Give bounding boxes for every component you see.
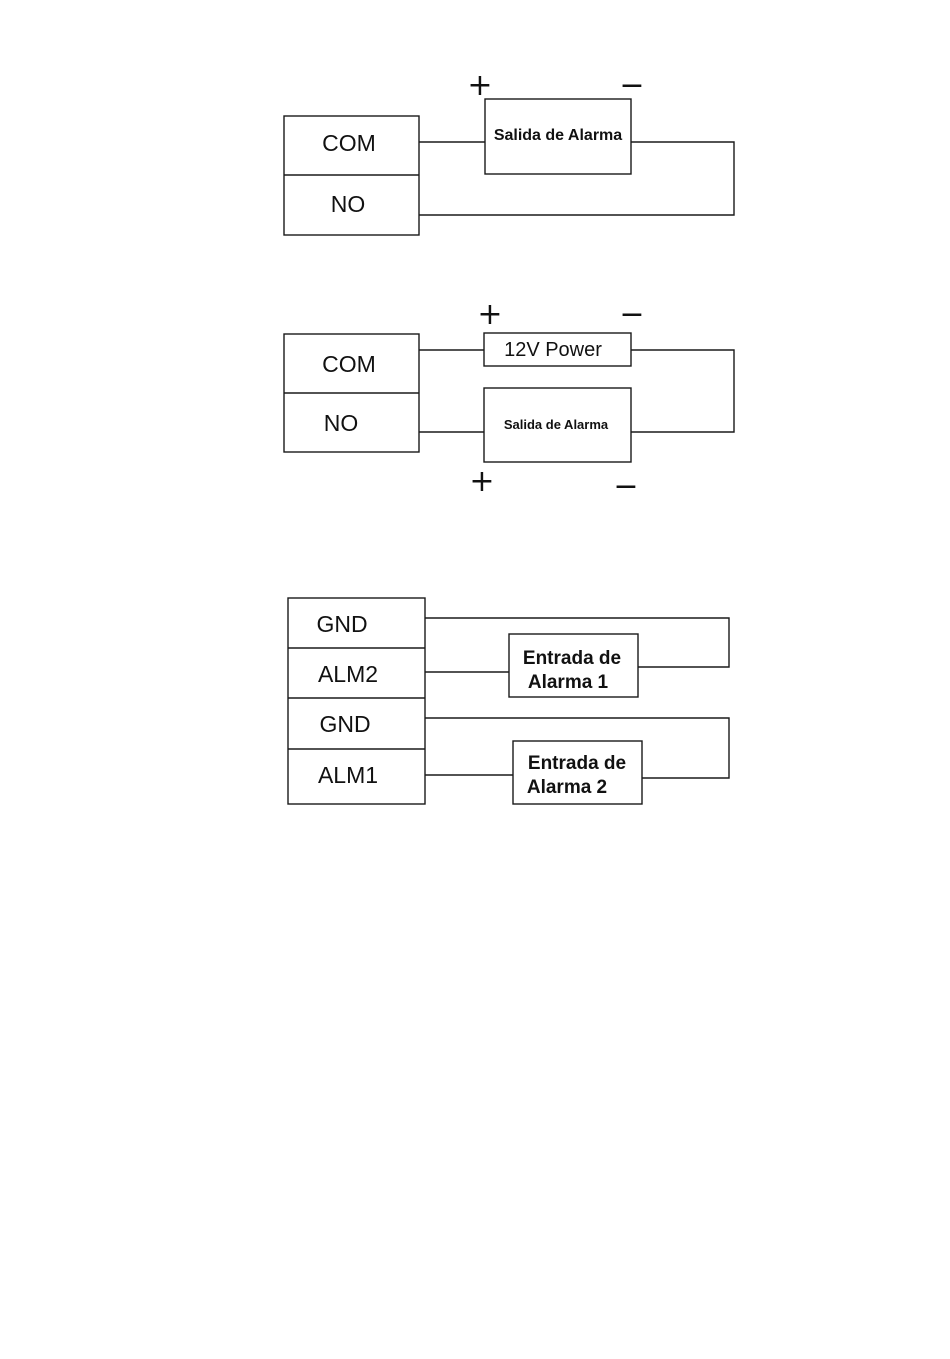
terminal-com-label: COM bbox=[322, 130, 376, 156]
power-minus-sign: − bbox=[619, 297, 644, 332]
terminal-gnd-label: GND bbox=[316, 611, 367, 637]
device-minus-sign: − bbox=[613, 469, 638, 504]
wire-power-to-device bbox=[631, 350, 734, 432]
power-supply-label: 12V Power bbox=[504, 339, 602, 361]
diagram-alarm-inputs: GND ALM2 GND ALM1 Entrada de Alarma 1 En… bbox=[288, 598, 729, 804]
terminal-gnd-label: GND bbox=[319, 711, 370, 737]
minus-sign: − bbox=[619, 68, 644, 103]
alarm-output-device-label: Salida de Alarma bbox=[494, 127, 622, 144]
terminal-no-label: NO bbox=[324, 410, 359, 436]
alarm-input-1-label-line2: Alarma 1 bbox=[528, 672, 609, 693]
diagram-alarm-output-powered: COM NO 12V Power Salida de Alarma + − + … bbox=[284, 297, 734, 504]
plus-sign: + bbox=[467, 68, 492, 103]
device-plus-sign: + bbox=[469, 464, 494, 499]
alarm-output-device-label: Salida de Alarma bbox=[504, 417, 609, 432]
terminal-com-label: COM bbox=[322, 351, 376, 377]
diagram-alarm-output-direct: COM NO Salida de Alarma + − bbox=[284, 68, 734, 235]
terminal-alm2-label: ALM2 bbox=[318, 661, 378, 687]
alarm-input-2-label-line1: Entrada de bbox=[528, 753, 626, 774]
alarm-input-2-label-line2: Alarma 2 bbox=[527, 777, 607, 798]
alarm-input-1-label-line1: Entrada de bbox=[523, 648, 621, 669]
terminal-no-label: NO bbox=[331, 191, 366, 217]
power-plus-sign: + bbox=[477, 297, 502, 332]
terminal-alm1-label: ALM1 bbox=[318, 762, 378, 788]
